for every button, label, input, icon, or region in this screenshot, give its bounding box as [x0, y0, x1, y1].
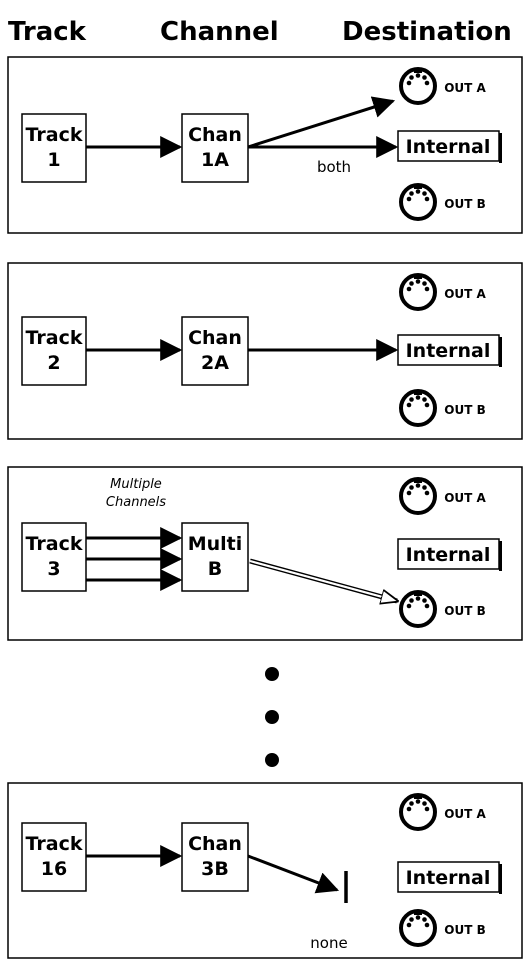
track-box-line1: Track — [26, 833, 83, 855]
midi-out-a-icon — [399, 272, 437, 311]
channel-box-line2: 3B — [201, 858, 229, 880]
internal-box-shadow — [499, 864, 502, 894]
routing-panel-2: Track 2 Chan 2A OUT A Internal OUT B — [7, 262, 523, 440]
internal-box-shadow — [499, 337, 502, 367]
route-note: both — [317, 158, 351, 176]
track-box-line1: Track — [26, 327, 83, 349]
out-a-label: OUT A — [444, 491, 486, 505]
out-a-label: OUT A — [444, 287, 486, 301]
track-box — [21, 316, 87, 386]
channel-box — [181, 113, 249, 183]
internal-box-shadow — [499, 541, 502, 571]
routing-panel-16: Track 16 Chan 3B none OUT A Internal OUT… — [7, 782, 523, 959]
internal-box-shadow — [499, 133, 502, 163]
route-note: none — [310, 934, 347, 952]
internal-box — [397, 130, 500, 162]
channel-box-line1: Chan — [188, 124, 242, 146]
out-b-label: OUT B — [444, 923, 485, 937]
channel-box-line1: Multi — [188, 533, 243, 555]
channel-box-line2: B — [208, 558, 222, 580]
channel-box-line1: Chan — [188, 833, 242, 855]
ellipsis-dot-1 — [265, 667, 279, 681]
midi-out-b-icon — [399, 182, 437, 221]
internal-label: Internal — [406, 867, 491, 889]
internal-label: Internal — [406, 544, 491, 566]
out-b-label: OUT B — [444, 403, 485, 417]
header-destination: Destination — [342, 17, 512, 47]
multi-channel-label-line1: Multiple — [110, 477, 162, 492]
out-b-label: OUT B — [444, 197, 485, 211]
track-box-line2: 16 — [41, 858, 67, 880]
out-b-label: OUT B — [444, 604, 485, 618]
routing-panel-3: Multiple Channels Track 3 Multi B OUT A … — [7, 466, 523, 641]
track-box — [21, 822, 87, 892]
track-box-line1: Track — [26, 124, 83, 146]
track-box — [21, 113, 87, 183]
out-a-label: OUT A — [444, 81, 486, 95]
out-a-label: OUT A — [444, 807, 486, 821]
channel-box-line2: 2A — [201, 352, 229, 374]
track-box-line2: 1 — [47, 149, 60, 171]
midi-out-a-icon — [399, 66, 437, 105]
channel-to-out-b-outline-arrow-inner — [249, 559, 397, 601]
midi-out-a-icon — [399, 792, 437, 831]
ellipsis-dot-2 — [265, 710, 279, 724]
routing-panel-1: Track 1 Chan 1A both OUT A Internal OUT … — [7, 56, 523, 234]
ellipsis-dot-3 — [265, 753, 279, 767]
internal-label: Internal — [406, 136, 491, 158]
channel-box-line2: 1A — [201, 149, 229, 171]
channel-box — [181, 522, 249, 592]
channel-box — [181, 822, 249, 892]
midi-out-b-icon — [399, 908, 437, 947]
header-track: Track — [8, 17, 87, 47]
internal-box — [397, 861, 500, 893]
track-box-line2: 2 — [47, 352, 60, 374]
midi-out-b-icon — [399, 589, 437, 628]
internal-label: Internal — [406, 340, 491, 362]
channel-to-out-a-arrow — [247, 96, 396, 149]
midi-out-b-icon — [399, 388, 437, 427]
track-box — [21, 522, 87, 592]
track-box-line1: Track — [26, 533, 83, 555]
midi-out-a-icon — [399, 476, 437, 515]
track-box-line2: 3 — [47, 558, 60, 580]
header-channel: Channel — [160, 17, 279, 47]
channel-box-line1: Chan — [188, 327, 242, 349]
channel-to-none-arrow — [247, 854, 340, 894]
multi-channel-label-line2: Channels — [106, 495, 166, 510]
